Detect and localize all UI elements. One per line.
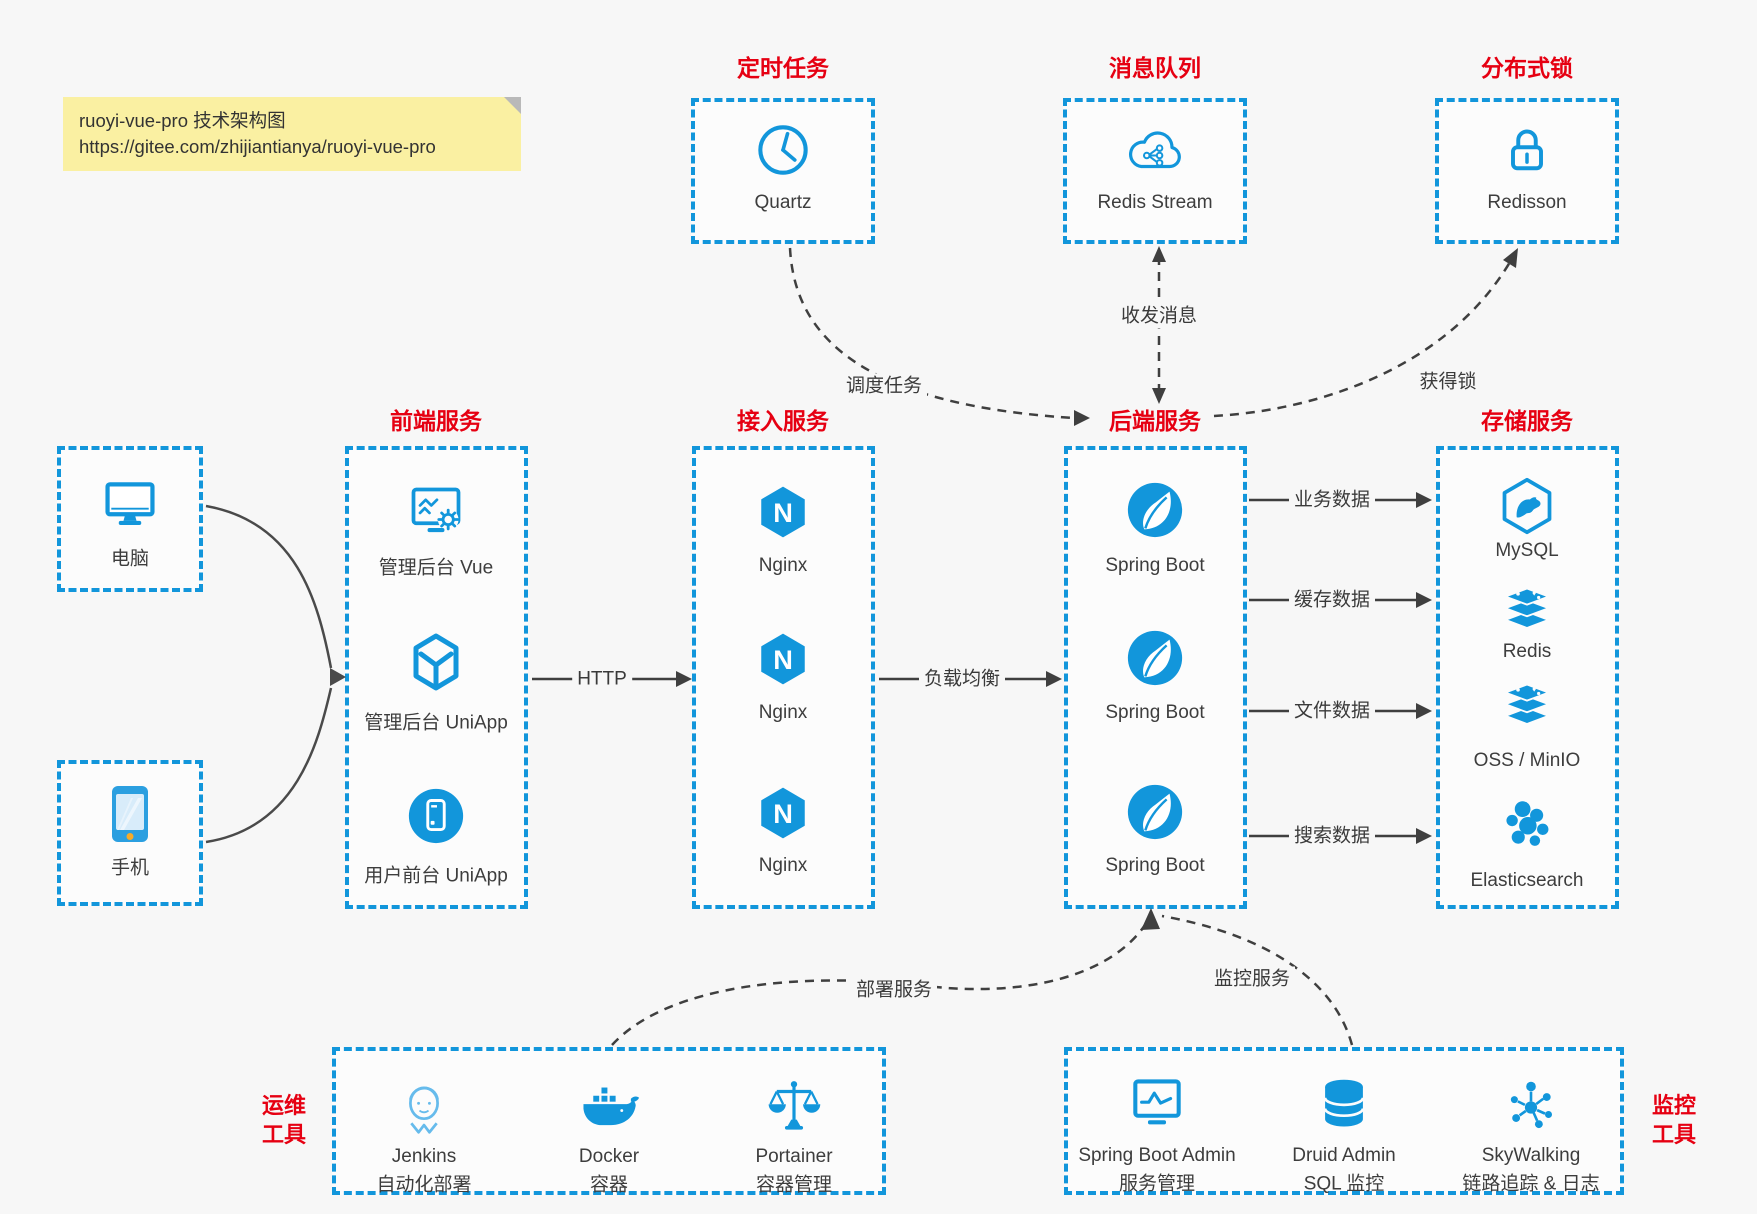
cloud-stream-icon [1122, 122, 1188, 178]
edge-label-business-data: 业务数据 [1288, 487, 1376, 513]
svg-text:N: N [773, 798, 793, 829]
arrowhead-business [1416, 492, 1432, 508]
desktop-icon [100, 475, 160, 533]
elasticsearch-icon [1499, 796, 1555, 852]
node-sublabel-spring-boot-admin: 服务管理 [1118, 1173, 1196, 1195]
node-label-oss-minio: OSS / MinIO [1473, 750, 1581, 771]
sticky-note: ruoyi-vue-pro 技术架构图 https://gitee.com/zh… [63, 97, 521, 171]
node-label-admin-uniapp: 管理后台 UniApp [364, 712, 508, 734]
spring-boot-icon [1124, 781, 1186, 843]
portainer-icon [765, 1077, 823, 1135]
nginx-icon: N [754, 630, 812, 688]
arrowhead-deploy-monitor [1141, 908, 1160, 930]
node-sublabel-skywalking: 链路追踪 & 日志 [1462, 1173, 1600, 1195]
edge-label-messaging: 收发消息 [1115, 303, 1203, 329]
edge-label-deploy: 部署服务 [850, 977, 938, 1003]
node-sublabel-docker: 容器 [589, 1174, 629, 1196]
group-box-mq [1063, 98, 1247, 244]
title-storage: 存储服务 [1481, 408, 1573, 434]
spring-boot-admin-icon [1126, 1076, 1188, 1132]
spring-boot-icon [1124, 479, 1186, 541]
svg-text:N: N [773, 644, 793, 675]
node-label-phone: 手机 [110, 857, 150, 879]
druid-icon [1317, 1075, 1371, 1133]
edge-label-lock: 获得锁 [1414, 369, 1482, 395]
node-label-admin-vue: 管理后台 Vue [378, 557, 494, 579]
skywalking-icon [1503, 1076, 1559, 1132]
node-sublabel-jenkins: 自动化部署 [376, 1174, 472, 1196]
node-label-skywalking: SkyWalking [1481, 1145, 1581, 1166]
admin-vue-icon [404, 482, 468, 542]
note-title: ruoyi-vue-pro 技术架构图 [79, 110, 286, 131]
note-url: https://gitee.com/zhijiantianya/ruoyi-vu… [79, 136, 436, 157]
storage-stack-icon [1498, 680, 1556, 732]
node-label-nginx-1: Nginx [758, 555, 808, 576]
title-message-queue: 消息队列 [1109, 55, 1201, 81]
arrowhead-messaging-up [1152, 246, 1166, 262]
jenkins-icon [395, 1076, 453, 1136]
spring-boot-icon [1124, 627, 1186, 689]
node-label-spring-2: Spring Boot [1105, 702, 1205, 723]
nginx-icon: N [754, 784, 812, 842]
title-scheduled-jobs: 定时任务 [737, 55, 829, 81]
edge-label-schedule: 调度任务 [840, 373, 928, 399]
title-distributed-lock: 分布式锁 [1481, 55, 1573, 81]
lock-icon [1499, 121, 1555, 177]
arrowhead-search [1416, 828, 1432, 844]
edge-schedule-curve [788, 247, 1075, 420]
redis-icon [1498, 584, 1556, 636]
smartphone-icon [105, 784, 155, 844]
edge-label-search-data: 搜索数据 [1288, 823, 1376, 849]
node-label-nginx-3: Nginx [758, 855, 808, 876]
node-label-quartz: Quartz [754, 192, 812, 213]
title-ops-tools: 运维 工具 [261, 1093, 307, 1147]
node-label-mysql: MySQL [1495, 540, 1559, 561]
node-label-spring-1: Spring Boot [1105, 555, 1205, 576]
node-label-docker: Docker [578, 1146, 640, 1167]
node-label-nginx-2: Nginx [758, 702, 808, 723]
mysql-icon [1497, 476, 1557, 536]
title-access: 接入服务 [737, 408, 829, 434]
node-label-spring-3: Spring Boot [1105, 855, 1205, 876]
node-label-elasticsearch: Elasticsearch [1470, 870, 1584, 891]
user-app-icon [405, 785, 467, 847]
node-label-redisson: Redisson [1487, 192, 1567, 213]
svg-text:N: N [773, 497, 793, 528]
node-label-spring-boot-admin: Spring Boot Admin [1078, 1145, 1236, 1166]
edge-label-cache-data: 缓存数据 [1288, 587, 1376, 613]
node-sublabel-druid: SQL 监控 [1303, 1173, 1385, 1195]
node-label-pc: 电脑 [110, 548, 150, 570]
note-fold-corner [504, 97, 521, 114]
arrowhead-schedule [1074, 410, 1090, 426]
node-label-druid: Druid Admin [1292, 1145, 1396, 1166]
group-box-lock [1435, 98, 1619, 244]
node-label-redis-stream: Redis Stream [1097, 192, 1213, 213]
edge-label-file-data: 文件数据 [1288, 698, 1376, 724]
arrowhead-load-balance [1046, 671, 1062, 687]
node-label-user-uniapp: 用户前台 UniApp [364, 865, 508, 887]
node-label-redis: Redis [1502, 641, 1552, 662]
arrowhead-file [1416, 703, 1432, 719]
edge-phone-curve [205, 687, 333, 844]
arrowhead-cache [1416, 592, 1432, 608]
title-backend: 后端服务 [1109, 408, 1201, 434]
edge-label-monitor: 监控服务 [1208, 966, 1296, 992]
nginx-icon: N [754, 483, 812, 541]
docker-icon [578, 1080, 640, 1132]
edge-label-http: HTTP [572, 666, 632, 692]
arrowhead-lock [1503, 248, 1518, 268]
group-box-quartz [691, 98, 875, 244]
edge-pc-curve [205, 504, 333, 669]
uniapp-cube-icon [404, 632, 468, 696]
node-label-portainer: Portainer [755, 1146, 833, 1167]
arrowhead-clients [330, 668, 346, 686]
clock-icon [754, 121, 812, 179]
edge-label-load-balance: 负载均衡 [918, 666, 1006, 692]
title-monitor-tools: 监控 工具 [1651, 1093, 1697, 1147]
node-label-jenkins: Jenkins [391, 1146, 457, 1167]
title-frontend: 前端服务 [390, 408, 482, 434]
node-sublabel-portainer: 容器管理 [755, 1174, 833, 1196]
arrowhead-http [676, 671, 692, 687]
